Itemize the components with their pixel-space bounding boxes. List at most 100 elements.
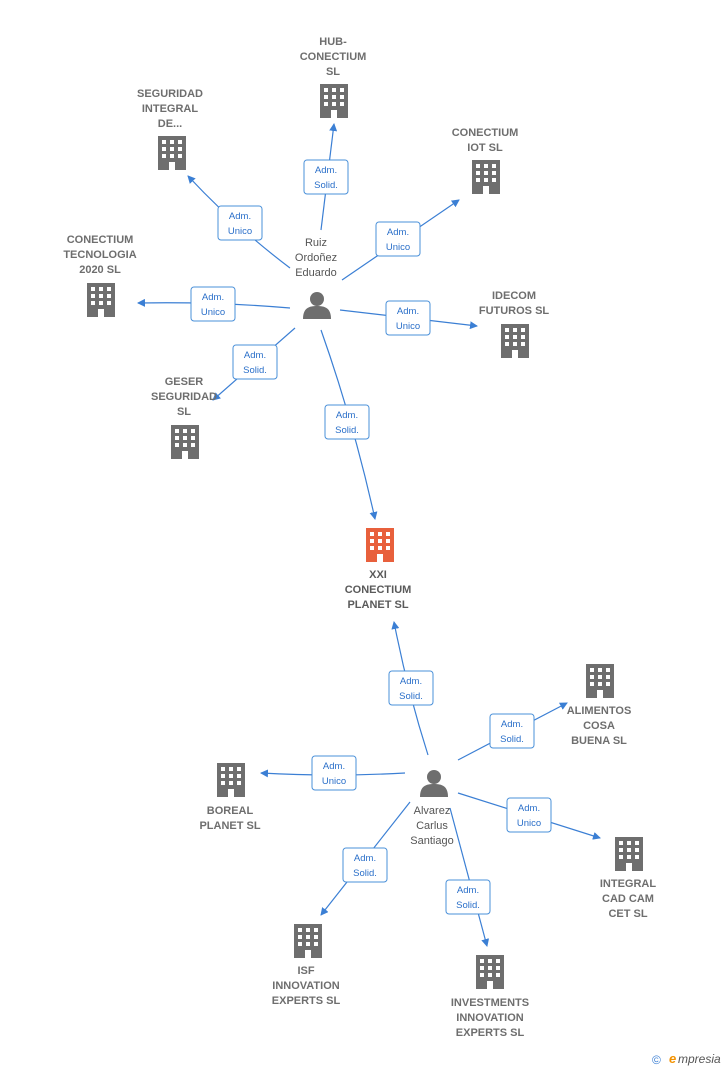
company-name-line: TECNOLOGIA: [63, 249, 136, 261]
company-name-line: SEGURIDAD: [151, 391, 217, 403]
relation-label-text: Adm.: [457, 885, 479, 896]
company-name-line: INVESTMENTS: [451, 997, 529, 1009]
company-name-line: 2020 SL: [79, 264, 121, 276]
company-name-line: CONECTIUM: [452, 127, 519, 139]
relation-label-box: [489, 713, 535, 749]
relation-label-text: Unico: [322, 776, 346, 787]
relation-label-alvarez-alimentos[interactable]: Adm. Solid.: [489, 713, 535, 749]
relation-label-text: Solid.: [353, 868, 377, 879]
relation-label-box: [388, 670, 434, 706]
company-node-boreal[interactable]: BOREAL PLANET SL: [199, 763, 261, 832]
edge-alvarez-to-investments: [449, 807, 490, 947]
relation-label-box: [324, 404, 370, 440]
relation-label-text: Adm.: [315, 165, 337, 176]
relation-label-text: Unico: [386, 242, 410, 253]
company-node-alimentos[interactable]: ALIMENTOS COSA BUENA SL: [567, 664, 632, 747]
relation-label-ruiz-hub[interactable]: Adm.Solid.: [303, 159, 349, 195]
person-name-line: Eduardo: [295, 267, 337, 279]
person-icon: [420, 770, 448, 797]
relation-label-text: Unico: [228, 226, 252, 237]
company-name-line: ISF: [297, 965, 314, 977]
building-icon: [476, 955, 504, 989]
relation-label-box: [232, 344, 278, 380]
company-name-line: EXPERTS SL: [456, 1027, 525, 1039]
building-icon: [586, 664, 614, 698]
relation-label-text: Adm.: [336, 410, 358, 421]
person-name-line: Ruiz: [305, 237, 327, 249]
relation-label-ruiz-tecnologia[interactable]: Adm.Unico: [190, 286, 236, 322]
company-name-line: ALIMENTOS: [567, 705, 632, 717]
relation-label-text: Adm.: [518, 803, 540, 814]
building-icon: [217, 763, 245, 797]
company-node-seguridad[interactable]: SEGURIDADINTEGRALDE...: [137, 88, 203, 170]
relation-label-text: Adm.: [229, 211, 251, 222]
relation-label-box: [506, 797, 552, 833]
relation-label-ruiz-target[interactable]: Adm. Solid.: [324, 404, 370, 440]
building-icon: [615, 837, 643, 871]
company-name-line: IOT SL: [467, 142, 503, 154]
relation-label-text: Solid.: [243, 365, 267, 376]
copyright-symbol: ©: [652, 1053, 661, 1067]
relation-label-box: [375, 221, 421, 257]
relation-label-text: Solid.: [399, 691, 423, 702]
relation-label-ruiz-idecom[interactable]: Adm. Unico: [385, 300, 431, 336]
relation-label-alvarez-integral[interactable]: Adm. Unico: [506, 797, 552, 833]
relation-label-box: [217, 205, 263, 241]
relation-label-alvarez-target[interactable]: Adm. Solid.: [388, 670, 434, 706]
relation-label-text: Adm.: [501, 719, 523, 730]
person-name-line: Carlus: [416, 820, 448, 832]
relation-label-text: Adm.: [387, 227, 409, 238]
company-name-line: SL: [326, 66, 340, 78]
company-node-hub[interactable]: HUB- CONECTIUM SL: [300, 36, 367, 118]
company-name-line: INTEGRAL: [142, 103, 199, 115]
relation-label-alvarez-isf[interactable]: Adm. Solid.: [342, 847, 388, 883]
company-name-line: CET SL: [608, 908, 647, 920]
company-name-line: INNOVATION: [456, 1012, 523, 1024]
person-icon: [303, 292, 331, 319]
brand-initial: e: [669, 1051, 676, 1066]
relation-label-text: Solid.: [500, 734, 524, 745]
company-node-iot[interactable]: CONECTIUM IOT SL: [452, 127, 519, 194]
company-name-line: HUB-: [319, 36, 347, 48]
company-name-line: GESER: [165, 376, 204, 388]
company-name-line: BOREAL: [207, 805, 254, 817]
target-name-line: PLANET SL: [347, 599, 408, 611]
building-icon: [87, 283, 115, 317]
relation-label-text: Solid.: [456, 900, 480, 911]
company-name-line: PLANET SL: [199, 820, 260, 832]
person-name-line: Alvarez: [414, 805, 451, 817]
relation-label-text: Unico: [396, 321, 420, 332]
relation-label-text: Adm.: [354, 853, 376, 864]
relation-label-ruiz-iot[interactable]: Adm. Unico: [375, 221, 421, 257]
company-name-line: INNOVATION: [272, 980, 339, 992]
relation-label-text: Adm.: [244, 350, 266, 361]
relation-label-alvarez-boreal[interactable]: Adm.Unico: [311, 755, 357, 791]
relation-label-alvarez-investments[interactable]: Adm. Solid.: [445, 879, 491, 915]
relation-label-text: Unico: [201, 307, 225, 318]
company-name-line: INTEGRAL: [600, 878, 657, 890]
relation-label-text: Adm.: [400, 676, 422, 687]
relation-label-text: Solid.: [335, 425, 359, 436]
person-name-line: Santiago: [410, 835, 453, 847]
relation-label-text: Adm.: [397, 306, 419, 317]
company-name-line: CONECTIUM: [300, 51, 367, 63]
company-node-investments[interactable]: INVESTMENTS INNOVATION EXPERTS SL: [451, 955, 529, 1039]
company-name-line: BUENA SL: [571, 735, 627, 747]
relation-label-ruiz-geser[interactable]: Adm. Solid.: [232, 344, 278, 380]
relation-label-box: [311, 755, 357, 791]
relation-label-ruiz-seguridad[interactable]: Adm. Unico: [217, 205, 263, 241]
relation-label-text: Unico: [517, 818, 541, 829]
building-icon: [171, 425, 199, 459]
company-name-line: COSA: [583, 720, 615, 732]
